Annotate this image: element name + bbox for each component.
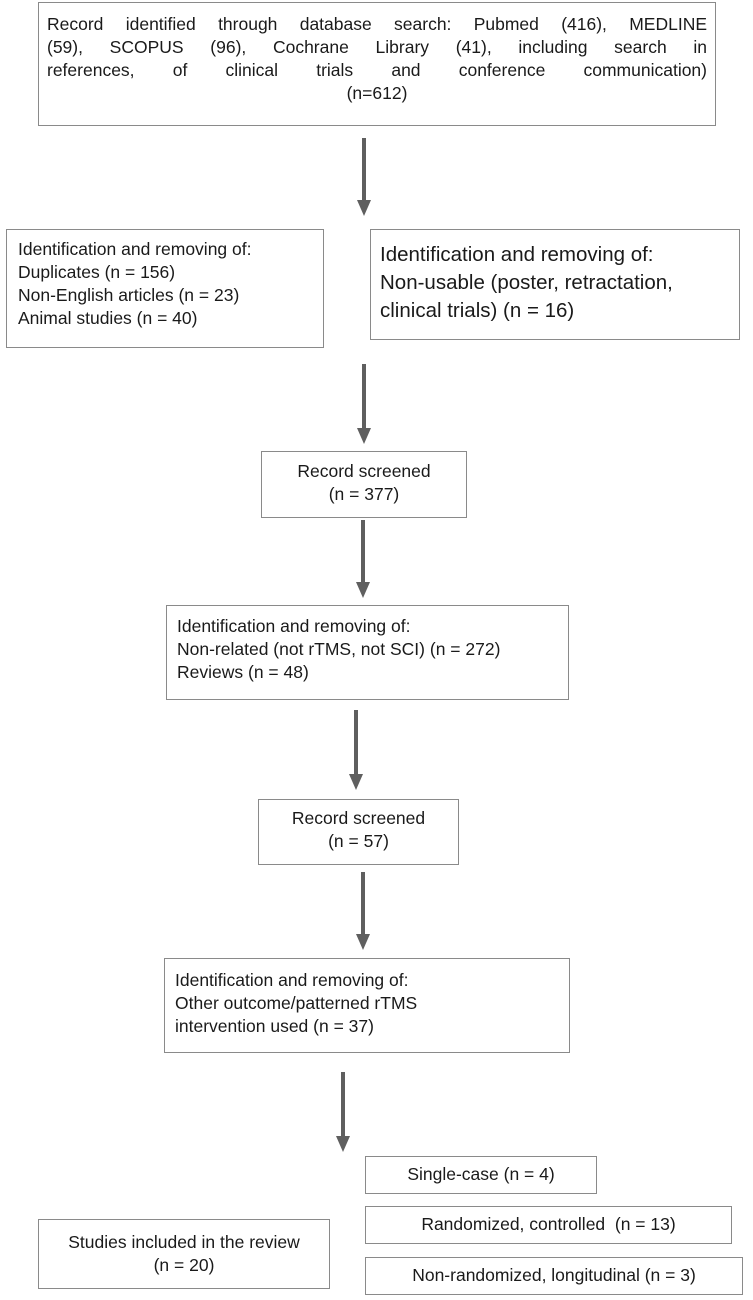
search-text-line-2: (59), SCOPUS (96), Cochrane Library (41)…: [47, 37, 707, 57]
screened-377-count: (n = 377): [328, 484, 400, 504]
removal-other-outcome-line-2: intervention used (n = 37): [175, 1016, 374, 1036]
removal-non-usable-line-1: Non-usable (poster, retractation,: [380, 271, 673, 294]
screened-377-box: Record screened (n = 377): [261, 451, 467, 518]
screened-57-box: Record screened (n = 57): [258, 799, 459, 865]
search-text-line-3: references, of clinical trials and confe…: [47, 60, 707, 80]
arrow-down-icon: [353, 872, 373, 952]
single-case-label: Single-case (n = 4): [407, 1164, 555, 1184]
removal-other-outcome-line-1: Other outcome/patterned rTMS: [175, 993, 418, 1013]
studies-included-box: Studies included in the review (n = 20): [38, 1219, 330, 1289]
removal-non-related-box: Identification and removing of: Non-rela…: [166, 605, 569, 700]
randomized-controlled-label: Randomized, controlled (n = 13): [421, 1214, 676, 1234]
removal-non-related-heading: Identification and removing of:: [177, 616, 411, 636]
removal-non-usable-box: Identification and removing of: Non-usab…: [370, 229, 740, 340]
removal-animal-item: Animal studies (n = 40): [18, 308, 198, 328]
studies-included-label: Studies included in the review: [68, 1232, 300, 1252]
removal-reviews-item: Reviews (n = 48): [177, 662, 309, 682]
non-randomized-box: Non-randomized, longitudinal (n = 3): [365, 1257, 743, 1295]
removal-duplicates-heading: Identification and removing of:: [18, 239, 252, 259]
arrow-down-icon: [354, 364, 374, 446]
search-count: (n=612): [346, 83, 408, 103]
arrow-down-icon: [333, 1072, 353, 1154]
removal-other-outcome-box: Identification and removing of: Other ou…: [164, 958, 570, 1053]
screened-57-count: (n = 57): [328, 831, 389, 851]
arrow-down-icon: [354, 138, 374, 218]
arrow-down-icon: [353, 520, 373, 600]
randomized-controlled-box: Randomized, controlled (n = 13): [365, 1206, 732, 1244]
removal-other-outcome-heading: Identification and removing of:: [175, 970, 409, 990]
removal-non-related-item: Non-related (not rTMS, not SCI) (n = 272…: [177, 639, 501, 659]
removal-non-usable-line-2: clinical trials) (n = 16): [380, 299, 575, 322]
search-records-box: Record identified through database searc…: [38, 2, 716, 126]
removal-non-usable-heading: Identification and removing of:: [380, 243, 654, 266]
screened-57-label: Record screened: [291, 808, 426, 828]
search-text-line-1: Record identified through database searc…: [47, 14, 707, 34]
studies-included-count: (n = 20): [153, 1255, 215, 1275]
screened-377-label: Record screened: [297, 461, 431, 481]
single-case-box: Single-case (n = 4): [365, 1156, 597, 1194]
removal-non-english-item: Non-English articles (n = 23): [18, 285, 240, 305]
removal-duplicates-box: Identification and removing of: Duplicat…: [6, 229, 324, 348]
arrow-down-icon: [346, 710, 366, 792]
non-randomized-label: Non-randomized, longitudinal (n = 3): [412, 1265, 696, 1285]
removal-duplicates-item: Duplicates (n = 156): [18, 262, 176, 282]
